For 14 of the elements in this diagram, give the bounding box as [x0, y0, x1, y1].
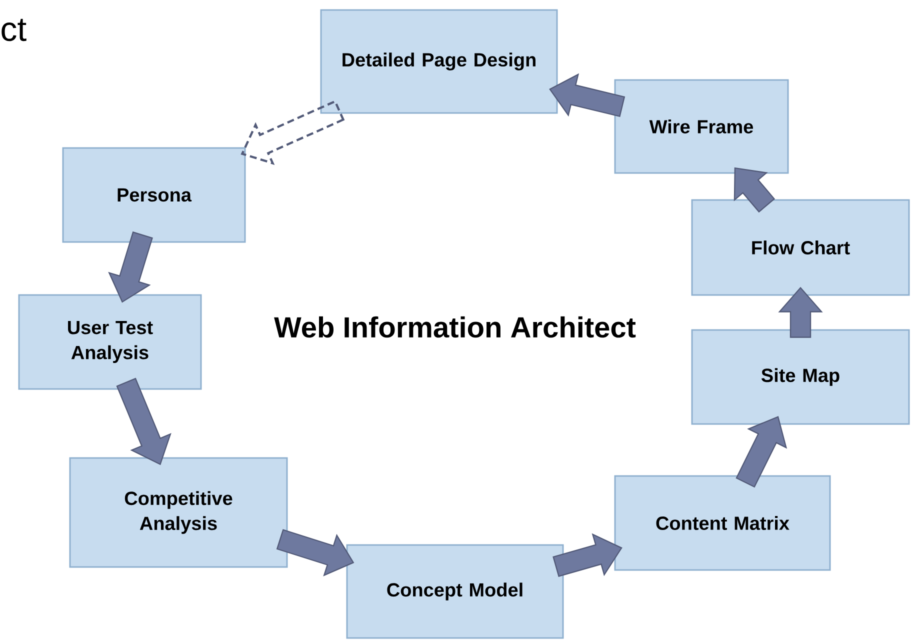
- process-box: User Test Analysis: [18, 294, 202, 390]
- process-box: Content Matrix: [614, 475, 831, 571]
- process-box: Concept Model: [346, 544, 564, 639]
- process-box: Wire Frame: [614, 79, 789, 174]
- process-box: Detailed Page Design: [320, 9, 558, 114]
- process-box: Flow Chart: [691, 199, 910, 296]
- center-label: Web Information Architect: [274, 316, 636, 338]
- block-arrow: [552, 533, 622, 577]
- partial-text: ct: [2, 18, 26, 42]
- process-box: Site Map: [691, 329, 910, 425]
- process-box: Persona: [62, 147, 246, 243]
- process-box: Competitive Analysis: [69, 457, 288, 568]
- block-arrow: [116, 378, 172, 466]
- block-arrow: [778, 286, 823, 338]
